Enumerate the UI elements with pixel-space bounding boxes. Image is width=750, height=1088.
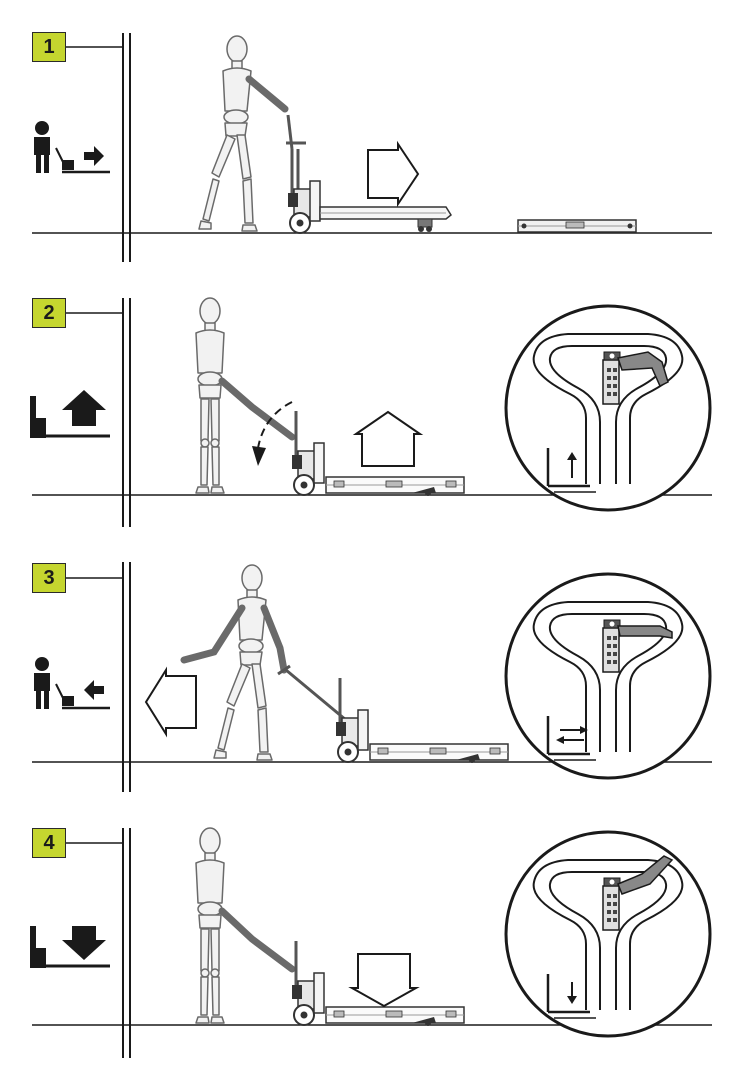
step-1-pallet-truck bbox=[284, 114, 453, 235]
step-1-mode-icon bbox=[34, 121, 110, 174]
step-3-operator bbox=[180, 564, 288, 761]
step-4-handle-lever-lower-icon bbox=[504, 830, 712, 1038]
step-number: 4 bbox=[43, 831, 55, 854]
step-3-handle-bar bbox=[277, 664, 347, 722]
step-4-mode-icon bbox=[30, 926, 110, 968]
step-3-mode-icon bbox=[34, 657, 110, 710]
step-badge-3: 3 bbox=[32, 563, 66, 593]
step-badge-1: 1 bbox=[32, 32, 66, 62]
step-number: 3 bbox=[43, 566, 55, 589]
step-badge-4: 4 bbox=[32, 828, 66, 858]
step-2-handle-lever-lift-icon bbox=[504, 304, 712, 512]
step-3-pallet-truck bbox=[334, 676, 510, 765]
step-badge-2: 2 bbox=[32, 298, 66, 328]
step-2-operator bbox=[195, 297, 296, 494]
step-2-handle-motion-arrow bbox=[252, 401, 293, 466]
step-number: 1 bbox=[43, 35, 55, 58]
step-2-arrow-up-outline-icon bbox=[352, 410, 424, 467]
step-1-arrow-right-outline-icon bbox=[367, 140, 420, 208]
step-1-pallet bbox=[517, 219, 637, 233]
step-3-arrow-left-outline-icon bbox=[144, 666, 197, 738]
step-1-operator bbox=[198, 35, 289, 232]
step-4-arrow-down-outline-icon bbox=[348, 953, 420, 1008]
step-4-operator bbox=[195, 827, 296, 1024]
step-3-handle-lever-neutral-icon bbox=[504, 572, 712, 780]
step-2-mode-icon bbox=[30, 390, 110, 438]
step-number: 2 bbox=[43, 301, 55, 324]
